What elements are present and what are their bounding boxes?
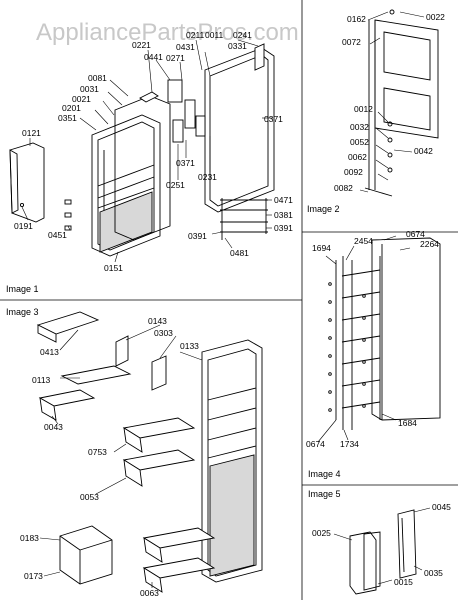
part-bar-0413 — [36, 311, 100, 343]
part-label: 0451 — [48, 230, 67, 240]
part-label: 0173 — [24, 571, 43, 581]
part-cover-0121 — [9, 142, 45, 223]
part-label: 0021 — [72, 94, 91, 104]
part-label: 0053 — [80, 492, 99, 502]
part-liner-panel — [204, 47, 275, 213]
part-label: 0303 — [154, 328, 173, 338]
part-hinge-hardware — [364, 9, 395, 197]
part-label: 0371 — [176, 158, 195, 168]
part-label: 0331 — [228, 41, 247, 51]
part-shelf-pins — [328, 282, 366, 412]
part-label: 0162 — [347, 14, 366, 24]
part-label: 0143 — [148, 316, 167, 326]
part-label: 0045 — [432, 502, 451, 512]
part-label: 0201 — [62, 103, 81, 113]
part-label: 0351 — [58, 113, 77, 123]
part-label: 2264 — [420, 239, 439, 249]
part-trim-strip — [397, 509, 417, 579]
panel-image-4: Image 4 — [308, 235, 441, 479]
leader-lines-4 — [317, 235, 411, 443]
part-small-components — [139, 43, 265, 143]
part-label: 0081 — [88, 73, 107, 83]
leader-lines-3 — [39, 324, 203, 588]
part-label: 0271 — [166, 53, 185, 63]
part-label: 0471 — [274, 195, 293, 205]
part-door-gasket — [368, 19, 439, 190]
part-label: 0391 — [274, 223, 293, 233]
part-label: 0031 — [80, 84, 99, 94]
part-label: 0092 — [344, 167, 363, 177]
panel-5-title: Image 5 — [308, 489, 341, 499]
part-label: 0413 — [40, 347, 59, 357]
part-shelf-ladder — [335, 256, 381, 430]
part-label: 0032 — [350, 122, 369, 132]
part-label: 0082 — [334, 183, 353, 193]
part-label: 0062 — [348, 152, 367, 162]
part-label: 0211 — [186, 30, 205, 40]
panel-1-title: Image 1 — [6, 284, 39, 294]
leader-lines-5 — [333, 507, 431, 585]
panel-image-1: Image 1 — [6, 39, 275, 294]
part-label: 0431 — [176, 42, 195, 52]
part-label: 0481 — [230, 248, 249, 258]
part-label: 0133 — [180, 341, 199, 351]
part-label: 0231 — [198, 172, 217, 182]
part-brackets — [115, 335, 167, 391]
part-label: 0241 — [233, 30, 252, 40]
part-label: 2454 — [354, 236, 373, 246]
panel-image-2: Image 2 — [307, 9, 439, 214]
part-label: 0371 — [264, 114, 283, 124]
part-label: 1734 — [340, 439, 359, 449]
part-label: 0012 — [354, 104, 373, 114]
part-label: 0063 — [140, 588, 159, 598]
panel-image-3: Image 3 — [6, 307, 263, 593]
part-label: 0381 — [274, 210, 293, 220]
part-label: 1694 — [312, 243, 331, 253]
panel-image-5: Image 5 — [308, 489, 431, 595]
leader-lines-1 — [21, 39, 272, 263]
part-labels: 0121 0191 0351 0201 0021 0031 0081 0221 … — [14, 12, 451, 598]
part-label: 0022 — [426, 12, 445, 22]
part-label: 0674 — [306, 439, 325, 449]
part-label: 0042 — [414, 146, 433, 156]
part-hinge-bracket — [349, 531, 381, 595]
watermark-text: AppliancePartsPros.com — [36, 19, 299, 46]
part-label: 0015 — [394, 577, 413, 587]
part-label: 0441 — [144, 52, 163, 62]
part-freezer-liner — [201, 339, 263, 583]
part-label: 0052 — [350, 137, 369, 147]
part-label: 0035 — [424, 568, 443, 578]
part-label: 0011 — [205, 30, 224, 40]
leader-lines-2 — [359, 11, 425, 193]
part-hardware-0451 — [64, 199, 72, 231]
part-label: 0151 — [104, 263, 123, 273]
part-label: 0121 — [22, 128, 41, 138]
panel-4-title: Image 4 — [308, 469, 341, 479]
part-label: 0072 — [342, 37, 361, 47]
part-label: 0183 — [20, 533, 39, 543]
part-label: 0113 — [32, 375, 51, 385]
part-trays — [38, 365, 132, 421]
part-label: 0674 — [406, 229, 425, 239]
part-label: 1684 — [398, 418, 417, 428]
part-label: 0753 — [88, 447, 107, 457]
part-label: 0043 — [44, 422, 63, 432]
part-label: 0025 — [312, 528, 331, 538]
panel-3-title: Image 3 — [6, 307, 39, 317]
panel-2-title: Image 2 — [307, 204, 340, 214]
part-door-bins — [122, 417, 216, 593]
part-label: 0221 — [132, 40, 151, 50]
part-label: 0391 — [188, 231, 207, 241]
part-grid-panel — [99, 191, 153, 253]
part-ice-bucket — [59, 525, 113, 585]
part-label: 0191 — [14, 221, 33, 231]
part-label: 0251 — [166, 180, 185, 190]
part-door-panel — [371, 237, 441, 421]
